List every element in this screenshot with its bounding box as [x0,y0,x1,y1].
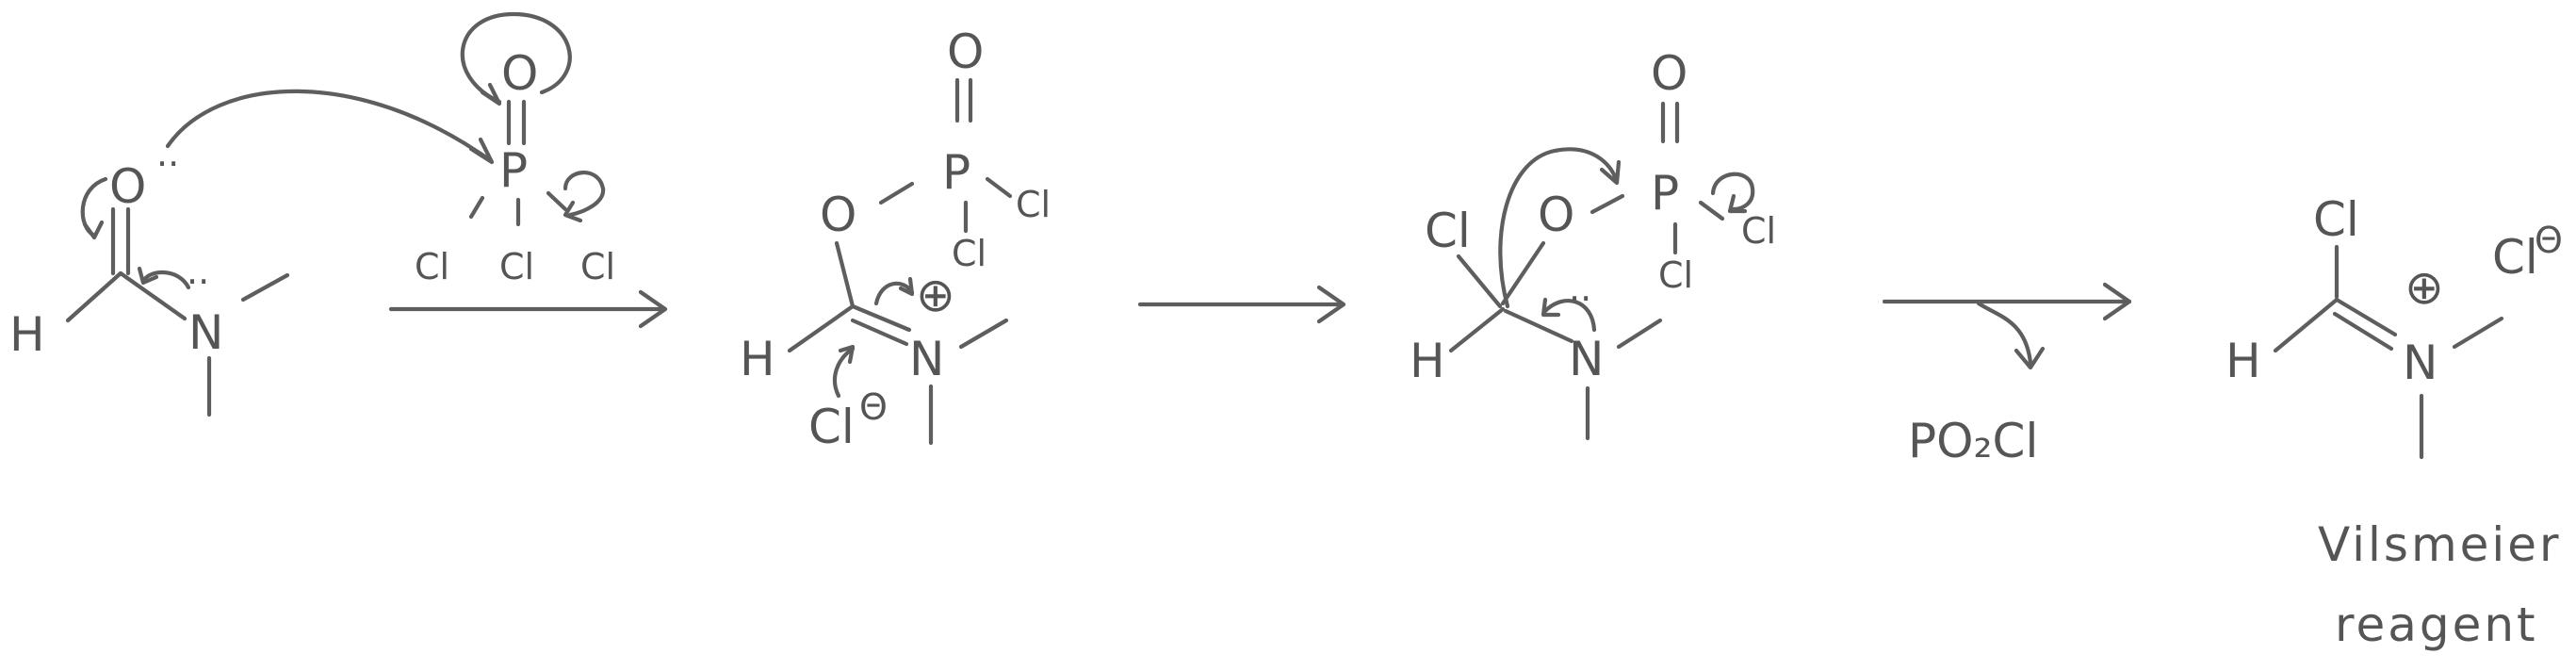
curved-arrow-nitrogen-lone-pair [1542,299,1597,333]
int1-c-n-double-bond-a [850,303,912,333]
int2-hydrogen-atom: H [1410,334,1445,388]
reaction-arrow-2-head [1316,285,1346,324]
int2-chlorine-on-p-down: Cl [1658,254,1693,296]
int1-nitrogen-atom: N [909,332,944,386]
int1-p-cl-bond-right [985,176,1013,199]
int1-c-n-double-bond-b [850,318,909,347]
int1-n-methyl-right [958,318,1009,350]
arrowhead-cn-pi-bond [898,276,915,297]
curved-arrow-chloride-attack [832,346,856,399]
int2-oxygen-atom: O [1538,188,1574,242]
int2-oxo-oxygen: O [1651,46,1687,101]
curved-arrow-nitrogen-lone-pair [140,270,191,290]
arrowhead-nitrogen-lone-pair [137,266,159,286]
p-cl-bond-left [468,195,485,220]
dmf-molecule: H O .. N ·· [9,133,290,417]
curved-arrow-cn-pi-bond [873,281,915,306]
dmf-h-c-bond [65,270,123,323]
nitrogen-lone-pair-dots: ·· [187,261,209,303]
int1-chloride-anion: Cl [808,400,855,454]
dmf-c-n-bond [118,270,187,321]
product-n-methyl-right [2452,316,2504,350]
int1-chlorine-on-p-down: Cl [952,233,986,274]
byproduct-loss-arrowhead [2014,346,2046,370]
reaction-arrow-3-head [2102,282,2132,321]
product-name-line-1: Vilsmeier [2318,517,2562,572]
vilsmeier-reagent: Cl H N ⊕ Cl Θ Vilsmeier reagent [2225,192,2563,652]
int2-chlorine-on-p-right: Cl [1741,210,1776,252]
arrowhead-p-o-cleavage [1727,193,1748,214]
pocl3-chlorine-3: Cl [580,246,615,287]
int1-h-c-bond [787,303,856,353]
product-h-c-bond [2273,297,2340,353]
product-chlorine-on-carbon: Cl [2313,192,2359,247]
int1-phosphorus-atom: P [942,145,970,200]
int1-o-c-bond [834,240,856,309]
arrowhead-chloride-attack [838,344,856,365]
int2-nitrogen-atom: N [1569,332,1604,386]
int2-chlorine-on-carbon: Cl [1425,204,1471,258]
arrowhead-co-reform [1599,159,1622,186]
arrowhead-nitrogen-lone-pair-2 [1541,297,1561,318]
dmf-oxygen-lone-pairs: .. [156,133,179,174]
arrowhead-oxygen-attacks-phosphorus [468,137,495,165]
int1-hydrogen-atom: H [740,332,775,386]
product-c-n-double-bond-a [2334,297,2398,337]
curved-arrow-p-cl-leaving [562,171,606,218]
arrowhead-po-pi-bond [480,82,502,106]
int2-phosphorus-atom: P [1651,166,1679,221]
reaction-arrow-1-head [638,289,668,329]
product-name-line-2: reagent [2335,597,2538,652]
arrowhead-co-pi-bond [82,220,105,240]
pocl3-molecule: O P Cl Cl Cl [415,11,615,287]
int2-c-o-bond [1500,240,1546,306]
int1-nitrogen-positive-charge: ⊕ [916,268,955,322]
int1-oxygen-atom: O [820,188,856,242]
int1-o-p-bond [878,181,915,205]
int2-c-cl-bond [1456,254,1503,309]
int2-h-c-bond [1448,306,1506,353]
product-chloride-negative-charge: Θ [2535,220,2563,261]
curved-arrow-p-o-cleavage [1710,172,1755,212]
dmf-n-methyl-right [240,272,290,303]
curved-arrow-co-reform [1498,147,1619,309]
pocl3-chlorine-1: Cl [415,246,449,287]
byproduct-loss-arrow [1976,301,2033,366]
product-nitrogen-atom: N [2403,336,2437,390]
int1-chlorine-on-p-right: Cl [1016,184,1051,225]
intermediate-1: O P Cl Cl O H N ⊕ Cl Θ [740,25,1051,454]
product-hydrogen-atom: H [2225,334,2261,388]
product-c-n-double-bond-b [2332,311,2394,352]
dmf-hydrogen-atom: H [9,307,45,362]
int2-n-methyl-right [1616,318,1663,350]
int2-nitrogen-lone-pair-dots: ·· [1569,278,1591,319]
intermediate-2: O P Cl Cl O Cl H N ·· [1410,46,1776,441]
pocl3-oxo-oxygen: O [501,46,538,101]
curved-arrow-po-pi-bond [460,11,572,105]
arrowhead-p-cl-leaving [562,200,583,223]
pocl3-chlorine-2: Cl [499,246,534,287]
int1-oxo-oxygen: O [947,25,984,79]
p-cl-bond-right [546,190,568,212]
int2-c-n-bond [1503,308,1574,344]
dmf-nitrogen-atom: N [188,305,223,360]
int2-o-p-bond [1590,193,1625,215]
curved-arrow-oxygen-attacks-phosphorus [165,89,493,163]
byproduct-label: PO₂Cl [1908,414,2038,468]
product-chloride-anion: Cl [2492,230,2538,285]
product-nitrogen-positive-charge: ⊕ [2405,260,2444,315]
dmf-oxygen-atom: O [109,159,146,214]
int1-chloride-negative-charge: Θ [859,386,888,428]
pocl3-phosphorus-atom: P [499,143,528,198]
int2-p-cl-bond-right [1698,200,1725,221]
